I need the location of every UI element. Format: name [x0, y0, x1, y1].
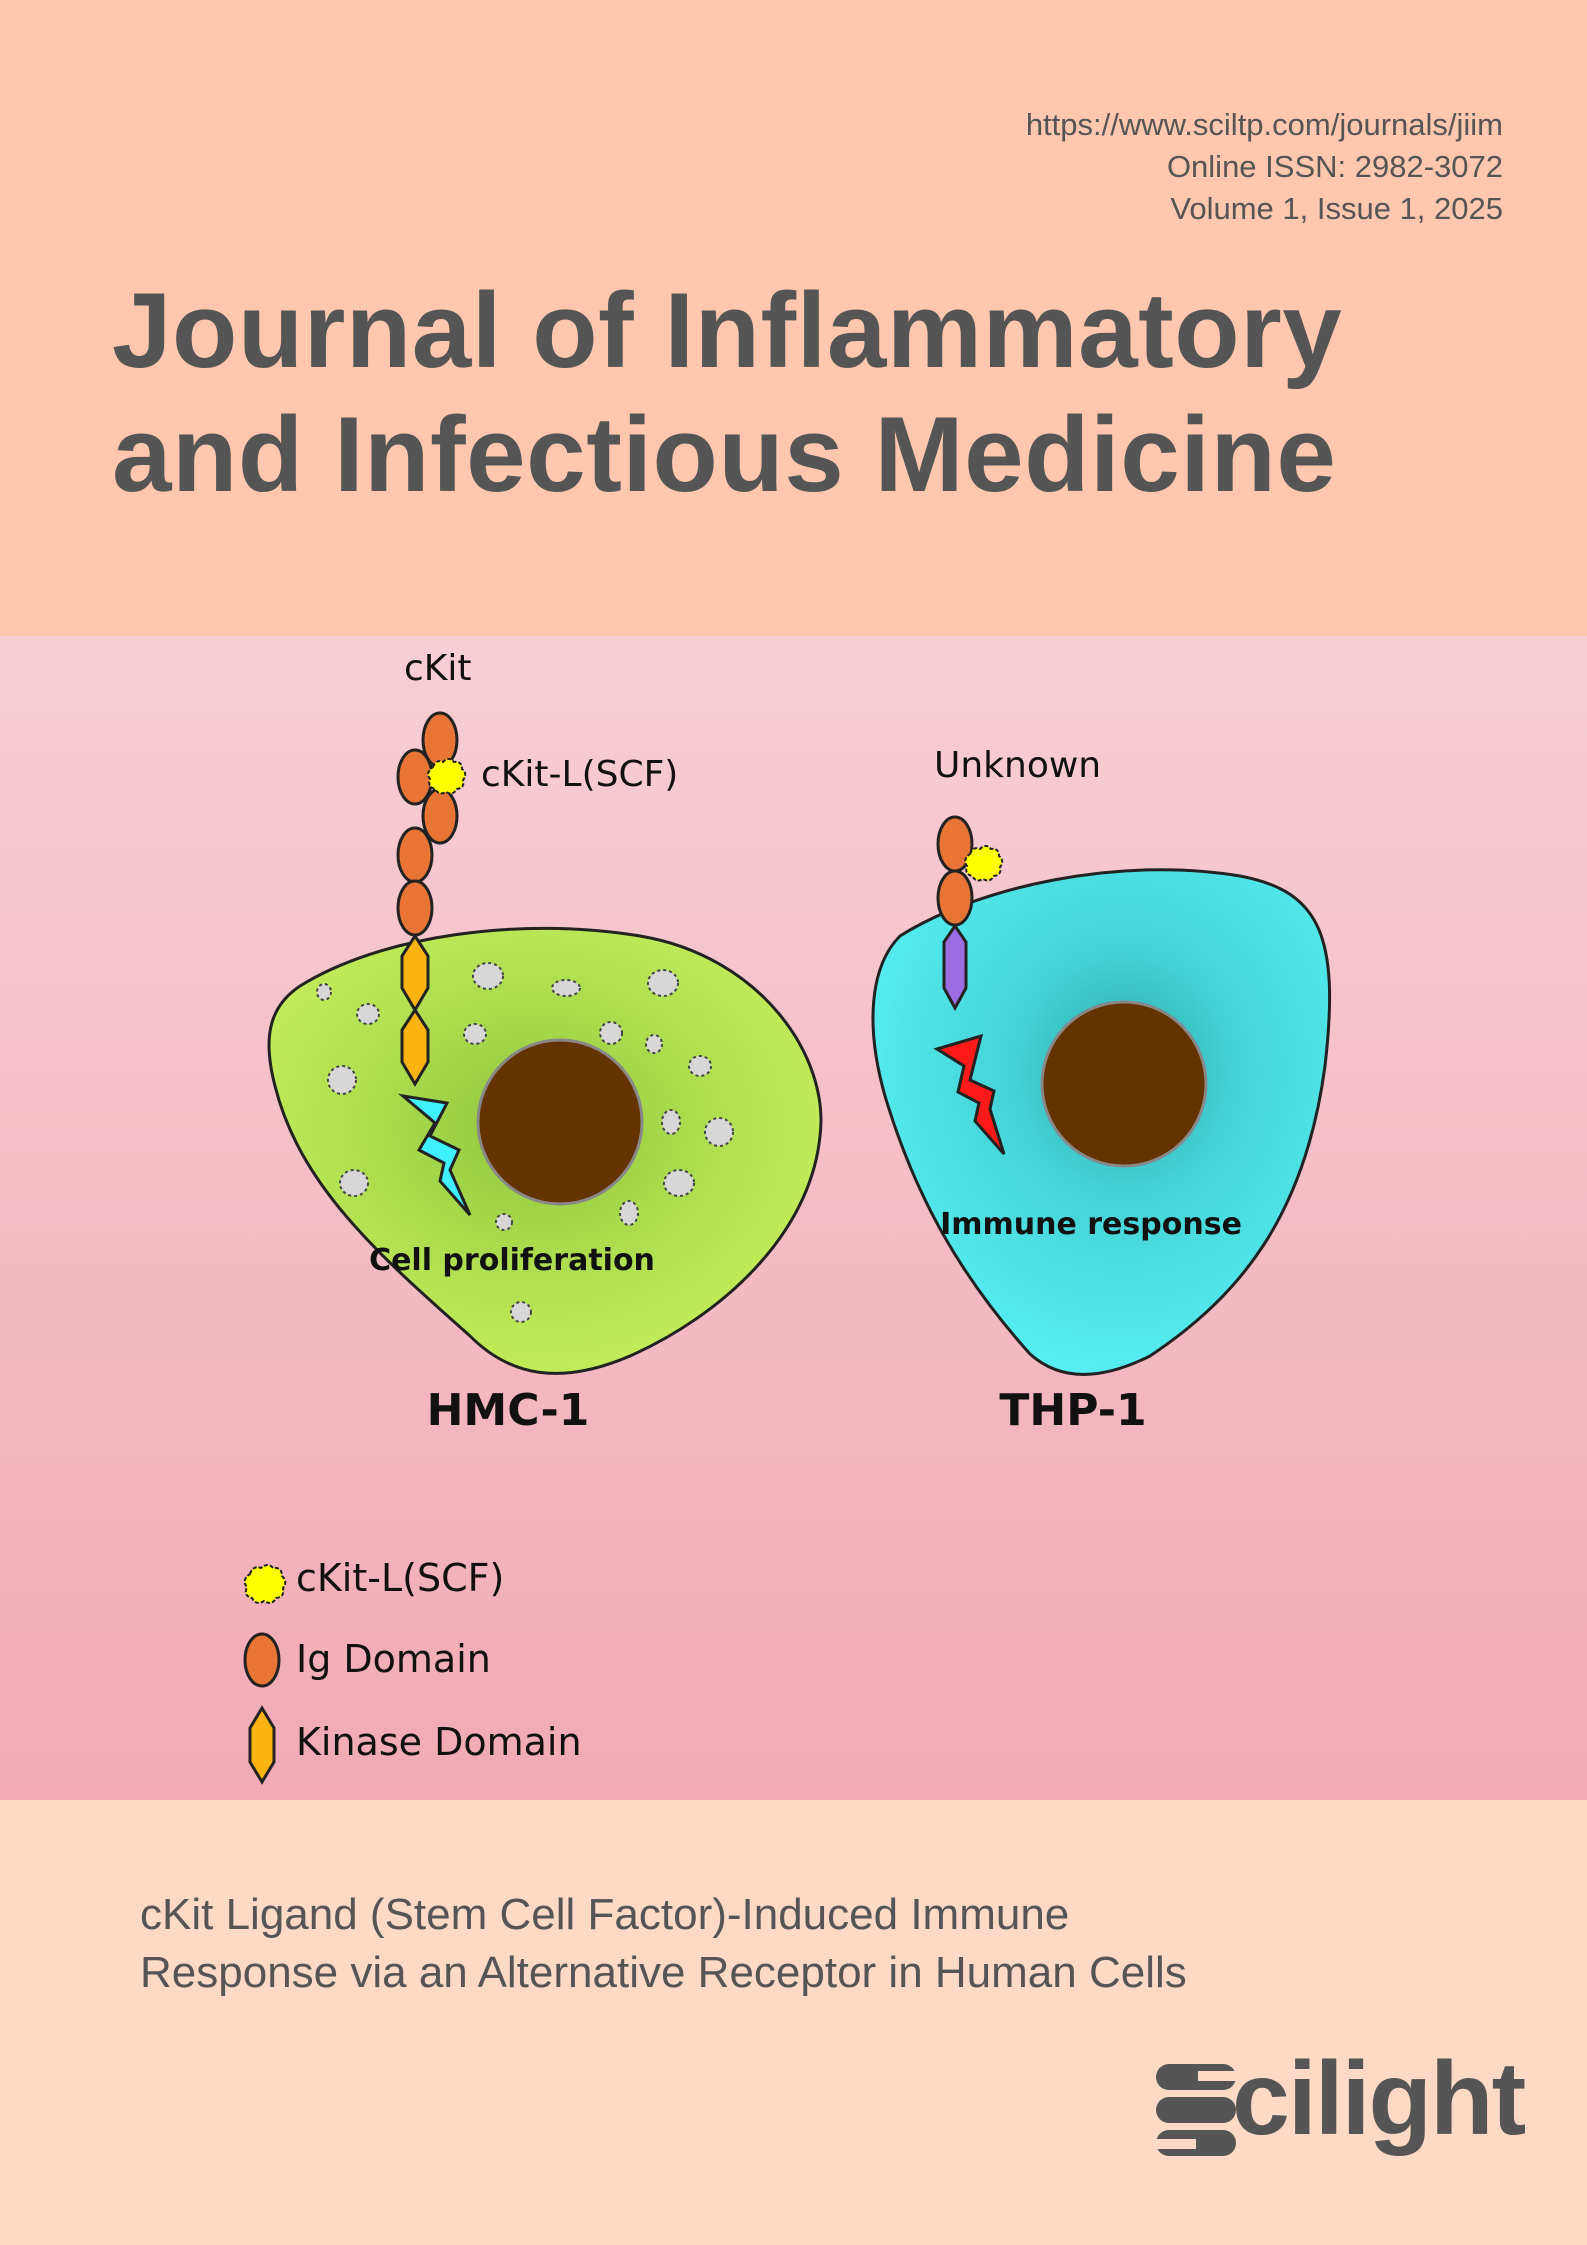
- thp1-label: THP-1: [999, 1385, 1146, 1436]
- publisher-logo[interactable]: cilight: [1152, 2041, 1526, 2170]
- unknown-label: Unknown: [934, 745, 1101, 786]
- thp1-nucleus: [1040, 1000, 1208, 1168]
- ig-domain-icon: [243, 1632, 281, 1688]
- ckit-label: cKit: [404, 648, 472, 689]
- journal-issn: Online ISSN: 2982-3072: [1166, 149, 1503, 184]
- ig-domain-icon: [396, 879, 434, 937]
- unknown-kinase-icon: [942, 923, 968, 1012]
- ligand-icon: [964, 845, 1004, 882]
- hmc1-cell-group: Cell proliferation HMC-1: [267, 711, 823, 1436]
- journal-title-line-2: and Infectious Medicine: [112, 394, 1337, 514]
- legend-ligand-label: cKit-L(SCF): [296, 1556, 504, 1600]
- legend-ig-domain-label: Ig Domain: [296, 1637, 491, 1681]
- kinase-domain-icon: [248, 1705, 276, 1785]
- footer-band: cKit Ligand (Stem Cell Factor)-Induced I…: [0, 1800, 1587, 2245]
- journal-meta: https://www.sciltp.com/journals/jiim Onl…: [1026, 104, 1503, 230]
- ig-domain-icon: [936, 869, 974, 927]
- hmc1-nucleus: [476, 1038, 644, 1206]
- article-title-line-1: cKit Ligand (Stem Cell Factor)-Induced I…: [140, 1890, 1070, 1939]
- unknown-receptor: [936, 815, 974, 1012]
- journal-title-line-1: Journal of Inflammatory: [112, 270, 1343, 390]
- legend-kinase-domain-label: Kinase Domain: [296, 1720, 582, 1764]
- ckit-ligand-label: cKit-L(SCF): [481, 754, 678, 795]
- journal-url[interactable]: https://www.sciltp.com/journals/jiim: [1025, 107, 1503, 142]
- vesicles: [316, 962, 734, 1323]
- lightning-bolt-icon: [397, 1093, 472, 1216]
- publisher-name: cilight: [1232, 2041, 1526, 2157]
- ig-domain-icon: [396, 826, 434, 884]
- cover-figure-svg: Cell proliferation HMC-1 Immune response…: [243, 648, 1332, 1785]
- thp1-cell-group: Immune response THP-1: [871, 815, 1332, 1436]
- hmc1-label: HMC-1: [427, 1385, 590, 1436]
- journal-title: Journal of Inflammatory and Infectious M…: [112, 268, 1342, 516]
- kinase-domain-icon: [400, 1007, 430, 1087]
- article-title: cKit Ligand (Stem Cell Factor)-Induced I…: [140, 1886, 1187, 2002]
- journal-volume: Volume 1, Issue 1, 2025: [1170, 191, 1503, 226]
- immune-response-label: Immune response: [940, 1207, 1242, 1242]
- article-title-line-2: Response via an Alternative Receptor in …: [140, 1948, 1187, 1997]
- cell-proliferation-label: Cell proliferation: [369, 1243, 655, 1278]
- lightning-bolt-icon: [933, 1033, 1006, 1155]
- ligand-icon: [427, 758, 467, 795]
- cover-figure: Cell proliferation HMC-1 Immune response…: [0, 636, 1587, 1800]
- publisher-logo-s-icon: [1156, 2064, 1238, 2156]
- ligand-icon: [243, 1564, 287, 1604]
- header-band: https://www.sciltp.com/journals/jiim Onl…: [0, 0, 1587, 636]
- figure-legend: cKit-L(SCF) Ig Domain Kinase Domain: [243, 1556, 582, 1785]
